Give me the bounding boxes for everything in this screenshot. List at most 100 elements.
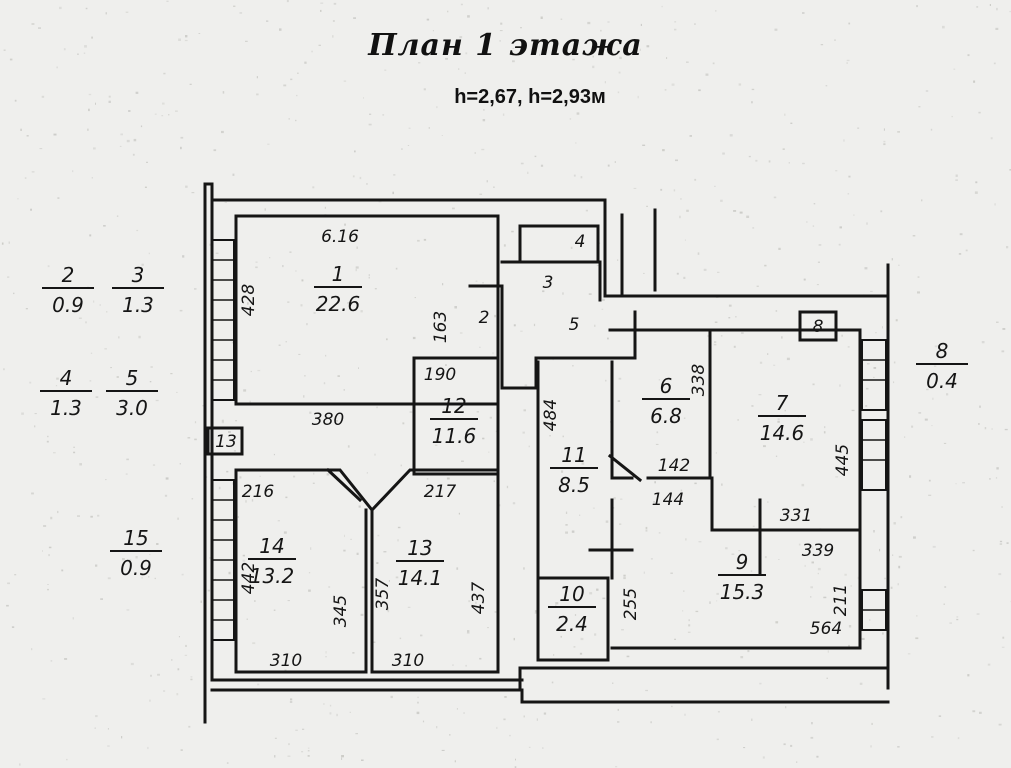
speckle xyxy=(336,713,338,717)
speckle xyxy=(194,421,197,424)
speckle xyxy=(397,526,401,529)
speckle xyxy=(242,554,245,557)
speckle xyxy=(492,352,494,355)
speckle xyxy=(141,577,143,579)
speckle xyxy=(645,689,648,692)
speckle xyxy=(729,134,733,137)
speckle xyxy=(573,646,576,648)
speckle xyxy=(838,243,841,246)
speckle xyxy=(679,215,681,219)
speckle xyxy=(494,314,497,318)
speckle xyxy=(967,54,970,57)
speckle xyxy=(144,186,147,188)
speckle xyxy=(488,451,490,453)
speckle xyxy=(456,567,459,570)
speckle xyxy=(20,128,22,131)
speckle xyxy=(1001,506,1003,508)
speckle xyxy=(965,249,968,252)
speckle xyxy=(873,376,875,378)
room-area-9: 15.3 xyxy=(720,580,765,604)
speckle xyxy=(355,733,358,735)
speckle xyxy=(383,551,387,553)
speckle xyxy=(722,152,725,155)
speckle xyxy=(128,110,131,112)
speckle xyxy=(422,720,425,723)
speckle xyxy=(456,708,458,710)
speckle xyxy=(686,209,689,212)
speckle xyxy=(574,614,577,616)
speckle xyxy=(873,367,877,369)
speckle xyxy=(942,25,945,29)
speckle xyxy=(360,310,363,313)
speckle xyxy=(257,683,260,686)
speckle xyxy=(917,276,920,278)
room-area-13: 14.1 xyxy=(398,566,443,590)
speckle xyxy=(775,455,778,457)
speckle xyxy=(495,430,497,433)
speckle xyxy=(866,222,868,225)
speckle xyxy=(979,405,981,408)
speckle xyxy=(680,489,683,492)
speckle xyxy=(767,501,769,503)
room-number-14: 14 xyxy=(259,534,284,558)
speckle xyxy=(781,336,783,339)
speckle xyxy=(163,72,166,75)
speckle xyxy=(306,323,308,326)
speckle xyxy=(256,93,259,96)
speckle xyxy=(41,95,45,98)
speckle xyxy=(987,663,991,666)
speckle xyxy=(861,637,865,640)
speckle xyxy=(154,113,157,115)
speckle xyxy=(353,17,356,19)
speckle xyxy=(311,50,313,53)
small-room-label-3: 3 xyxy=(543,273,554,293)
speckle xyxy=(399,637,402,640)
speckle xyxy=(106,311,108,313)
speckle xyxy=(84,45,87,48)
room-number-7: 7 xyxy=(776,391,789,415)
speckle xyxy=(487,7,489,10)
speckle xyxy=(764,556,767,559)
speckle xyxy=(55,385,58,387)
speckle xyxy=(188,725,191,728)
speckle xyxy=(594,633,597,636)
legend-area-5: 3.0 xyxy=(116,396,148,420)
speckle xyxy=(994,203,996,206)
speckle xyxy=(446,477,450,480)
speckle xyxy=(253,308,256,311)
speckle xyxy=(284,669,287,671)
speckle xyxy=(120,133,123,136)
speckle xyxy=(187,437,191,439)
speckle xyxy=(126,458,129,461)
speckle xyxy=(358,367,359,369)
speckle xyxy=(496,726,498,729)
speckle xyxy=(688,619,690,622)
speckle xyxy=(95,564,98,567)
speckle xyxy=(135,556,138,559)
speckle xyxy=(179,309,183,312)
legend-area-15: 0.9 xyxy=(120,556,152,580)
speckle xyxy=(110,367,112,369)
speckle xyxy=(811,561,814,564)
speckle xyxy=(592,65,595,69)
speckle xyxy=(293,475,296,478)
speckle xyxy=(542,290,545,293)
speckle xyxy=(524,384,528,387)
speckle xyxy=(323,703,325,705)
speckle xyxy=(911,425,914,428)
speckle xyxy=(301,279,304,282)
speckle xyxy=(366,472,368,474)
speckle xyxy=(222,91,225,94)
speckle xyxy=(503,718,506,721)
speckle xyxy=(467,15,470,18)
speckle xyxy=(572,58,575,61)
speckle xyxy=(323,382,326,385)
speckle xyxy=(751,88,755,91)
speckle xyxy=(182,255,185,258)
speckle xyxy=(499,40,501,42)
speckle xyxy=(816,284,819,286)
speckle xyxy=(1004,428,1008,431)
speckle xyxy=(974,191,978,194)
